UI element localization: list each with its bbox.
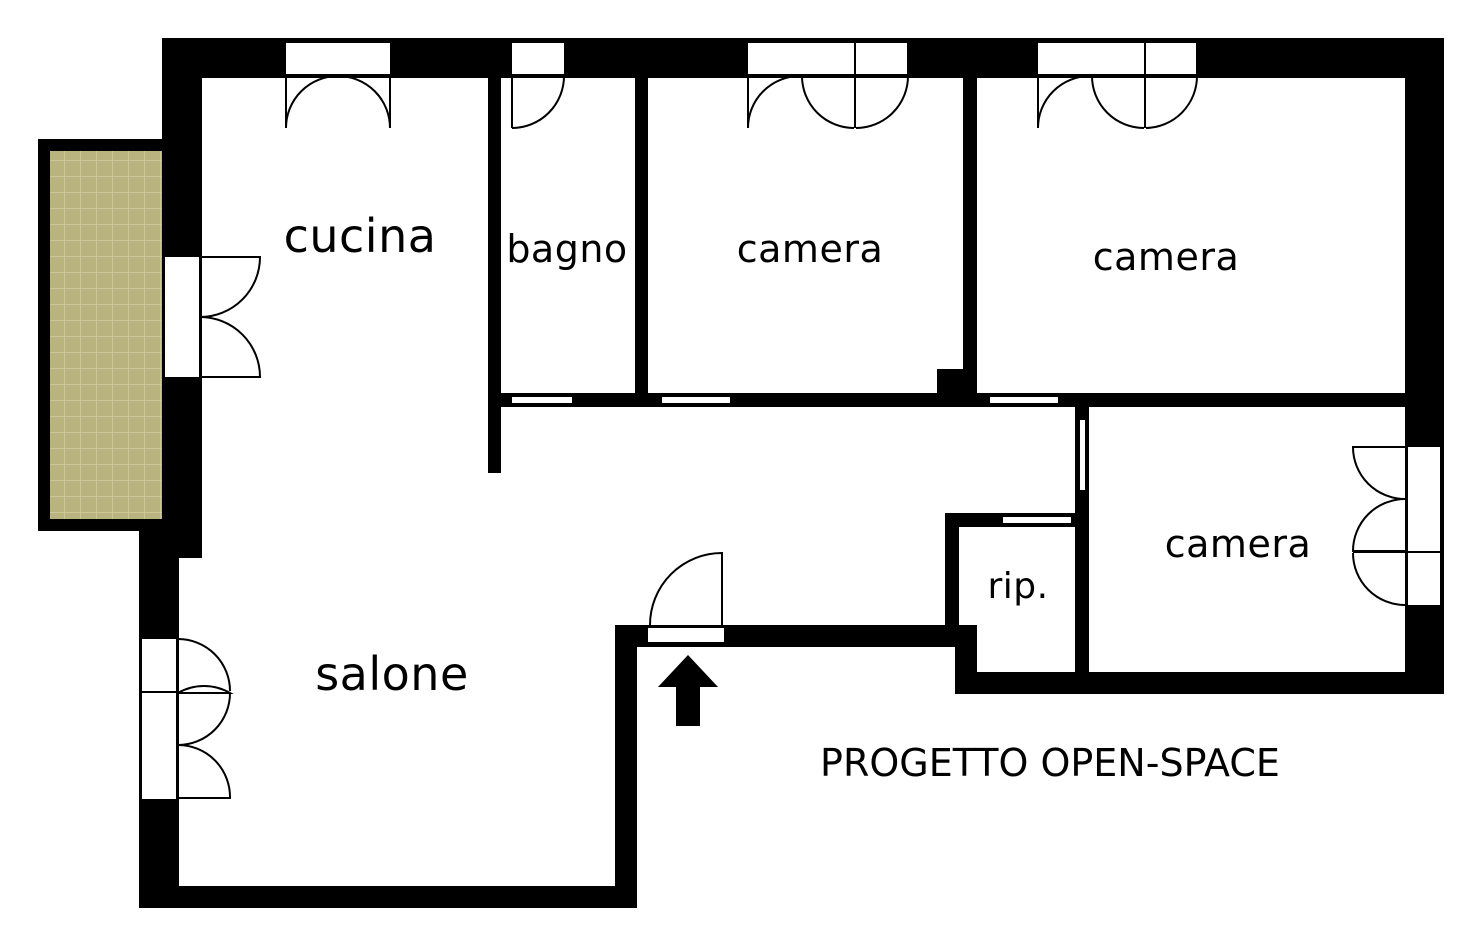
- entrance-door[interactable]: [646, 551, 726, 644]
- up-arrow-icon: [658, 655, 718, 726]
- windows: [140, 41, 1442, 801]
- project-title: PROGETTO OPEN-SPACE: [820, 741, 1280, 785]
- window-bagno: [510, 41, 566, 129]
- window-salone-left: [140, 637, 234, 801]
- room-label-camera-1: camera: [737, 227, 883, 271]
- room-label-camera-3: camera: [1165, 522, 1311, 566]
- room-label-cucina: cucina: [284, 209, 437, 263]
- window-camera-3-right: [1351, 445, 1442, 607]
- window-camera-2: [1036, 41, 1198, 129]
- room-label-ripostiglio: rip.: [987, 566, 1048, 607]
- room-label-camera-2: camera: [1093, 235, 1239, 279]
- window-camera-1: [746, 41, 909, 129]
- sliding-door-slots: [512, 397, 1085, 523]
- room-label-salone: salone: [315, 647, 469, 701]
- room-label-bagno: bagno: [506, 227, 627, 271]
- terrace: [38, 139, 166, 531]
- window-cucina-top: [284, 41, 392, 129]
- door-cucina-terrace: [163, 255, 262, 379]
- interior-walls: [488, 78, 1419, 694]
